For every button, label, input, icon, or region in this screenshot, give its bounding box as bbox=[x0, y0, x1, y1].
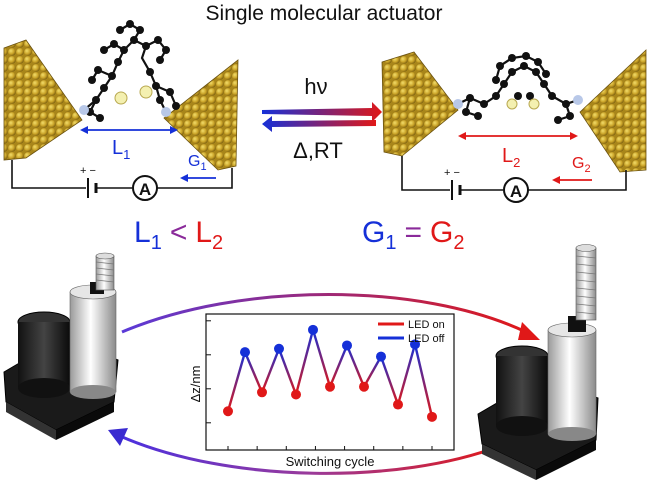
data-point-led-off bbox=[240, 347, 250, 358]
right-electrode-drain bbox=[579, 49, 647, 173]
series-segment bbox=[294, 329, 315, 395]
switching-chart: Δz/nm Switching cycle LED on LED off bbox=[188, 313, 455, 469]
series-segment bbox=[243, 351, 264, 393]
forward-stimulus-label: hν bbox=[304, 74, 327, 99]
right-junction: L2 + − A G2 bbox=[381, 49, 647, 203]
chart-y-ticks bbox=[206, 320, 211, 424]
data-point-led-on bbox=[393, 399, 403, 410]
right-ammeter-label: A bbox=[510, 182, 522, 201]
data-point-led-on bbox=[257, 387, 267, 398]
chart-x-axis-label: Switching cycle bbox=[286, 454, 375, 469]
length-relation: L1<L2 bbox=[134, 216, 223, 254]
cycle-arc-reverse bbox=[119, 434, 501, 475]
cycle-arc-forward bbox=[121, 293, 527, 334]
left-battery-polarity: + − bbox=[80, 165, 96, 177]
series-segment bbox=[362, 356, 383, 388]
left-electrode-source bbox=[3, 39, 83, 161]
series-segment bbox=[413, 344, 434, 418]
data-point-led-on bbox=[223, 406, 233, 417]
left-length-label: L1 bbox=[112, 137, 130, 162]
data-point-led-on bbox=[291, 389, 301, 400]
reverse-stimulus-label: Δ,RT bbox=[293, 138, 343, 163]
chart-markers bbox=[223, 324, 437, 422]
data-point-led-off bbox=[308, 324, 318, 335]
chart-series bbox=[226, 329, 434, 418]
series-segment bbox=[277, 348, 298, 395]
data-point-led-on bbox=[427, 411, 437, 422]
series-segment bbox=[379, 356, 400, 405]
right-length-label: L2 bbox=[502, 145, 520, 170]
series-segment bbox=[226, 351, 247, 412]
left-conductance-label: G1 bbox=[188, 153, 207, 173]
molecule-atoms-right bbox=[462, 52, 574, 124]
data-point-led-off bbox=[342, 340, 352, 351]
series-segment bbox=[311, 329, 332, 388]
forward-arrow bbox=[262, 102, 382, 122]
actuator-retracted bbox=[3, 252, 119, 440]
legend-label-led-off: LED off bbox=[408, 333, 445, 345]
data-point-led-on bbox=[325, 381, 335, 392]
right-battery-polarity: + − bbox=[444, 167, 460, 179]
left-ammeter-label: A bbox=[139, 180, 151, 199]
molecule-closed-state bbox=[457, 54, 579, 122]
right-electrode-source bbox=[381, 51, 459, 157]
series-segment bbox=[328, 344, 349, 388]
legend-label-led-on: LED on bbox=[408, 319, 445, 331]
left-electrode-drain bbox=[163, 59, 239, 171]
chart-y-axis-label: Δz/nm bbox=[188, 366, 203, 403]
series-segment bbox=[260, 348, 281, 393]
data-point-led-off bbox=[274, 343, 284, 354]
data-point-led-off bbox=[410, 339, 420, 350]
figure-title: Single molecular actuator bbox=[205, 2, 443, 25]
chart-legend: LED on LED off bbox=[378, 319, 445, 345]
right-conductance-label: G2 bbox=[572, 155, 591, 175]
cycle-arrowhead-forward bbox=[518, 322, 540, 340]
series-segment bbox=[396, 344, 417, 405]
switching-arrows: hν Δ,RT bbox=[262, 74, 382, 163]
conductance-relation: G1=G2 bbox=[362, 216, 464, 254]
chart-x-ticks bbox=[227, 446, 433, 450]
actuator-extended bbox=[477, 244, 599, 480]
reverse-arrow bbox=[262, 116, 376, 132]
left-junction: L1 + − A G1 bbox=[3, 20, 239, 201]
molecule-atoms-left bbox=[86, 20, 180, 122]
cycle-arrowhead-reverse bbox=[108, 428, 128, 446]
data-point-led-off bbox=[376, 351, 386, 362]
data-point-led-on bbox=[359, 381, 369, 392]
series-segment bbox=[345, 344, 366, 388]
